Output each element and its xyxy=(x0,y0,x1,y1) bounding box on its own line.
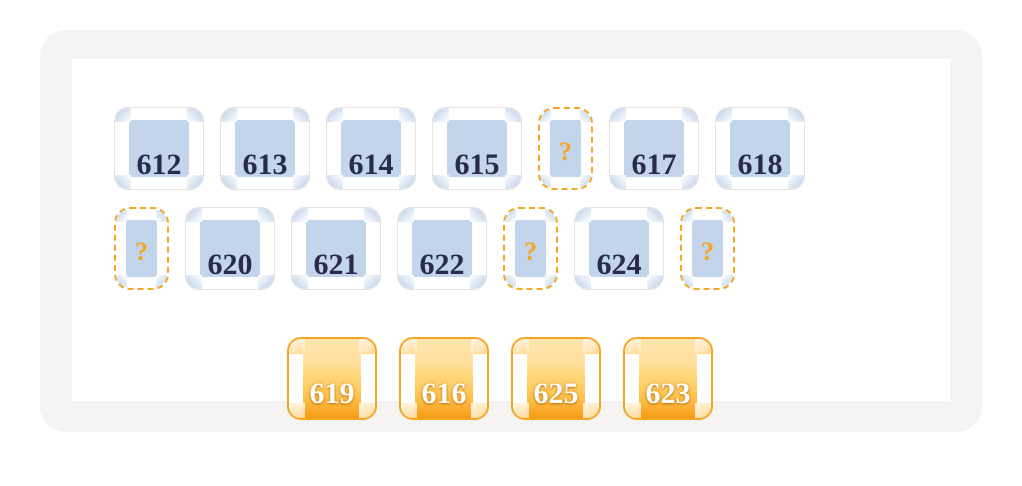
corner-shade-icon xyxy=(156,209,167,222)
tile-inner-panel xyxy=(639,339,697,418)
question-mark-icon: ? xyxy=(701,237,714,266)
tile-inner-panel xyxy=(624,120,684,177)
question-mark-icon: ? xyxy=(135,237,148,266)
number-tile[interactable]: 613 xyxy=(220,107,310,190)
blank-drop-slot[interactable]: ? xyxy=(114,207,169,290)
tile-inner-panel xyxy=(415,339,473,418)
corner-shade-icon xyxy=(545,209,556,222)
corner-shade-icon xyxy=(722,275,733,288)
corner-shade-icon xyxy=(399,108,415,122)
number-tile[interactable]: 617 xyxy=(609,107,699,190)
tile-inner-panel xyxy=(129,120,189,177)
tile-inner-panel xyxy=(550,120,581,177)
number-tile[interactable]: 614 xyxy=(326,107,416,190)
outer-panel: 612 613 614 xyxy=(40,30,982,432)
corner-shade-icon xyxy=(647,208,663,222)
tile-label: 614 xyxy=(348,148,394,181)
tile-inner-panel xyxy=(730,120,790,177)
blank-drop-slot[interactable]: ? xyxy=(538,107,593,190)
corner-shade-icon xyxy=(580,109,591,122)
question-mark-icon: ? xyxy=(559,137,572,166)
corner-shade-icon xyxy=(788,108,804,122)
tile-inner-panel xyxy=(692,220,723,277)
tile-inner-panel xyxy=(341,120,401,177)
tile-label: 622 xyxy=(419,248,465,281)
tile-label: 623 xyxy=(645,377,691,410)
tile-label: 615 xyxy=(454,148,500,181)
tile-label: 616 xyxy=(421,377,467,410)
tile-inner-panel xyxy=(303,339,361,418)
tile-inner-panel xyxy=(235,120,295,177)
activity-board: 612 613 614 xyxy=(72,59,950,420)
number-tile[interactable]: 624 xyxy=(574,207,664,290)
tile-label: 618 xyxy=(737,148,783,181)
corner-shade-icon xyxy=(580,175,591,188)
corner-shade-icon xyxy=(293,108,309,122)
tile-label: 612 xyxy=(136,148,182,181)
number-tile[interactable]: 618 xyxy=(715,107,805,190)
tile-inner-panel xyxy=(126,220,157,277)
corner-shade-icon xyxy=(156,275,167,288)
tile-label: 624 xyxy=(596,248,642,281)
number-tile[interactable]: 621 xyxy=(291,207,381,290)
corner-shade-icon xyxy=(364,208,380,222)
corner-shade-icon xyxy=(187,108,203,122)
blank-drop-slot[interactable]: ? xyxy=(680,207,735,290)
tile-label: 621 xyxy=(313,248,359,281)
answer-tile[interactable]: 616 xyxy=(399,337,489,420)
tile-inner-panel xyxy=(589,220,649,277)
tile-inner-panel xyxy=(527,339,585,418)
corner-shade-icon xyxy=(545,275,556,288)
corner-shade-icon xyxy=(258,208,274,222)
question-mark-icon: ? xyxy=(524,237,537,266)
corner-shade-icon xyxy=(682,108,698,122)
tile-inner-panel xyxy=(515,220,546,277)
answer-tile[interactable]: 625 xyxy=(511,337,601,420)
tile-inner-panel xyxy=(447,120,507,177)
tile-label: 620 xyxy=(207,248,253,281)
corner-shade-icon xyxy=(722,209,733,222)
number-tile[interactable]: 620 xyxy=(185,207,275,290)
tile-label: 619 xyxy=(309,377,355,410)
tile-inner-panel xyxy=(200,220,260,277)
tile-label: 617 xyxy=(631,148,677,181)
corner-shade-icon xyxy=(505,108,521,122)
number-tile[interactable]: 615 xyxy=(432,107,522,190)
corner-shade-icon xyxy=(471,339,487,354)
tile-label: 613 xyxy=(242,148,288,181)
tile-inner-panel xyxy=(306,220,366,277)
sequence-row-2: ? 620 621 xyxy=(114,207,751,290)
tile-label: 625 xyxy=(533,377,579,410)
corner-shade-icon xyxy=(359,339,375,354)
answer-tile[interactable]: 623 xyxy=(623,337,713,420)
corner-shade-icon xyxy=(470,208,486,222)
blank-drop-slot[interactable]: ? xyxy=(503,207,558,290)
number-tile[interactable]: 622 xyxy=(397,207,487,290)
answer-bank: 619 616 625 xyxy=(72,337,950,420)
corner-shade-icon xyxy=(583,339,599,354)
tile-inner-panel xyxy=(412,220,472,277)
corner-shade-icon xyxy=(695,339,711,354)
answer-tile[interactable]: 619 xyxy=(287,337,377,420)
sequence-row-1: 612 613 614 xyxy=(114,107,821,190)
number-tile[interactable]: 612 xyxy=(114,107,204,190)
